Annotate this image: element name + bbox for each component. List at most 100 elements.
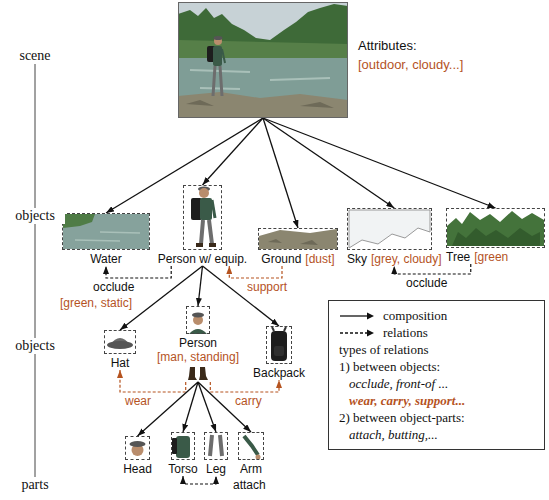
object-name: Water	[90, 252, 122, 266]
composition-connector	[202, 266, 279, 326]
thumbnail-frame	[266, 326, 292, 364]
object-name: Sky	[347, 252, 367, 266]
legend-note: occlude, front-of ...	[339, 375, 534, 392]
attribute-text: [man, standing]	[157, 350, 239, 364]
scene-photo-art	[178, 2, 348, 118]
boot-shape	[188, 367, 197, 380]
thumbnail-frame	[238, 432, 264, 460]
scene-photo-art-part	[186, 100, 334, 108]
person-equip-thumbnail-part	[212, 200, 215, 218]
node-caption: Torso	[168, 462, 197, 476]
attribute-text: [grey, cloudy]	[371, 252, 441, 266]
thumbnail-frame	[183, 185, 222, 250]
legend-note: wear, carry, support...	[339, 392, 534, 409]
object-thumbnail: Sky [grey, cloudy]	[347, 208, 442, 266]
composition-connector	[202, 118, 263, 185]
node-caption: Backpack	[253, 366, 305, 380]
object-name: Person	[179, 336, 217, 350]
relation-connector	[106, 266, 171, 278]
composition-connector	[106, 118, 263, 213]
backpack-thumbnail-part	[272, 327, 286, 331]
thumbnail-frame	[446, 208, 545, 248]
node-caption: Tree[green	[446, 250, 508, 264]
object-name: Arm	[240, 462, 262, 476]
relation-label: carry	[234, 394, 263, 408]
person-equip-thumbnail-part	[200, 198, 212, 220]
sample-line	[340, 332, 367, 333]
arm-thumbnail	[244, 436, 261, 460]
object-name: Person w/ equip.	[158, 252, 247, 266]
composition-connector	[263, 118, 298, 228]
scene-photo: Attributes:[outdoor, cloudy...]	[178, 2, 348, 118]
object-thumbnail: Water	[62, 213, 150, 266]
node-caption: Head	[123, 462, 152, 476]
object-name: Backpack	[253, 366, 305, 380]
person-equip-thumbnail-part	[199, 188, 209, 198]
object-name: Leg	[206, 462, 226, 476]
legend-row: composition	[339, 307, 534, 324]
thumbnail-frame	[62, 213, 150, 250]
level-label: parts	[5, 477, 65, 493]
node-caption: Water	[90, 252, 122, 266]
scene-photo-art-part	[178, 92, 348, 118]
attribute-text: [dust]	[305, 252, 334, 266]
node-caption: Ground [dust]	[261, 252, 334, 266]
scene-photo-art-part	[214, 37, 222, 45]
composition-connector	[183, 382, 198, 432]
sky-thumbnail-part	[349, 210, 430, 248]
legend-heading: types of relations	[339, 341, 534, 358]
arm-thumbnail-part	[256, 455, 261, 460]
person-thumbnail	[189, 313, 207, 335]
water-thumbnail	[63, 214, 149, 249]
person-equip-thumbnail-part	[209, 243, 216, 247]
thumbnail-frame	[104, 330, 136, 354]
scene-photo-art-part	[178, 4, 348, 62]
scene-photo-art-part	[213, 46, 222, 66]
scene-photo-art-part	[178, 2, 348, 118]
legend-note: 1) between objects:	[339, 358, 534, 375]
legend-line-sample	[339, 328, 375, 338]
boot-shape	[199, 367, 208, 380]
object-name: Torso	[168, 462, 197, 476]
thumbnail-frame	[186, 306, 210, 334]
node-caption: Person[man, standing]	[157, 336, 239, 364]
object-name: Ground	[261, 252, 301, 266]
hat-thumbnail	[107, 338, 133, 349]
relation-label: occlude	[405, 276, 448, 290]
axis-line	[35, 62, 36, 478]
sample-arrowhead	[367, 329, 374, 336]
thumbnail-frame	[171, 432, 195, 460]
object-name: Tree	[446, 250, 470, 264]
node-caption: Sky [grey, cloudy]	[347, 252, 442, 266]
legend-line-sample	[339, 311, 375, 321]
water-thumbnail-part	[75, 232, 140, 241]
scene-photo-art-part	[222, 49, 225, 63]
leg-thumbnail	[210, 435, 222, 456]
leg-thumbnail-part	[210, 435, 222, 456]
relation-connector	[183, 476, 216, 484]
head-thumbnail-part	[130, 441, 146, 447]
ground-thumbnail	[259, 229, 337, 249]
legend-text: relations	[383, 324, 428, 341]
node-caption: Hat	[111, 356, 130, 370]
part-thumbnail: Head	[123, 436, 152, 476]
composition-connector	[198, 382, 216, 432]
attribute-text: [green, static]	[60, 296, 132, 310]
object-thumbnail: Person[man, standing]	[157, 306, 239, 382]
backpack-thumbnail-part	[274, 346, 284, 356]
torso-thumbnail-part	[176, 436, 190, 458]
legend-row: relations	[339, 324, 534, 341]
object-thumbnail: Tree[green	[446, 208, 545, 264]
level-label: objects	[5, 338, 65, 354]
attribute-heading: Attributes:	[358, 38, 417, 54]
thumbnail-frame	[258, 228, 338, 250]
water-thumbnail-part	[63, 214, 95, 228]
sample-arrowhead	[367, 312, 374, 319]
backpack-thumbnail	[271, 327, 287, 361]
part-thumbnail: Arm	[238, 432, 264, 476]
feet-icon	[186, 366, 210, 382]
composition-connector	[198, 266, 202, 306]
object-thumbnail: Backpack	[253, 326, 305, 380]
